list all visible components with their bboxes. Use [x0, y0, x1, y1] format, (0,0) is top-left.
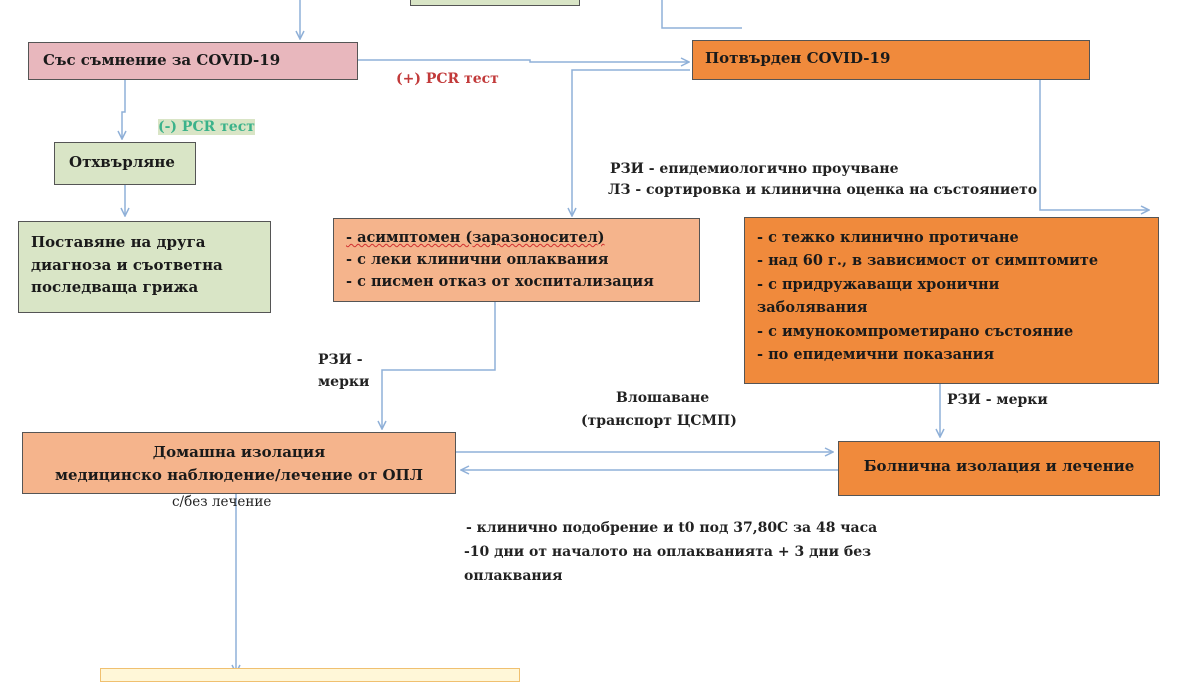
worsening-label: Влошаване	[616, 390, 710, 406]
discharge-criteria-3: оплаквания	[464, 568, 563, 584]
arrow-confirmed-severe	[1039, 80, 1148, 210]
rzi-measures-left-2: мерки	[318, 374, 370, 390]
rzi-measures-right: РЗИ - мерки	[947, 392, 1048, 408]
other-diagnosis-box: Поставяне на друга диагноза и съответна …	[18, 221, 271, 313]
lz-triage-label: ЛЗ - сортировка и клинична оценка на със…	[608, 182, 1038, 198]
hospital-isolation-box: Болнична изолация и лечение	[838, 441, 1160, 496]
severe-item-heavy: - с тежко клинично протичане	[757, 229, 1019, 246]
rzi-measures-left-1: РЗИ -	[318, 352, 363, 368]
home-isolation-box: Домашна изолация медицинско наблюдение/л…	[22, 432, 456, 494]
confirmed-covid-label: Потвърден COVID-19	[705, 49, 891, 67]
pcr-negative-label: (-) PCR тест	[158, 119, 255, 135]
discharge-criteria-2: -10 дни от началото на оплакванията + 3 …	[464, 544, 872, 560]
discharge-criteria-1: - клинично подобрение и t0 под 37,80С за…	[466, 520, 878, 536]
arrow-mild-home	[382, 302, 496, 428]
mild-cases-box: - асимптомен (заразоносител) - с леки кл…	[333, 218, 700, 302]
worsening-transport-label: (транспорт ЦСМП)	[581, 413, 737, 429]
other-diagnosis-line-1: Поставяне на друга	[31, 233, 206, 251]
mild-item-light-complaints: - с леки клинични оплаквания	[346, 250, 609, 268]
arrow-suspected-rejection	[122, 80, 125, 138]
pcr-positive-label: (+) PCR тест	[396, 71, 499, 87]
severe-item-immuno: - с имунокомпрометирано състояние	[757, 322, 1074, 340]
mild-item-asymptomatic: - асимптомен (заразоносител)	[346, 229, 605, 246]
arrow-top-right	[661, 0, 742, 29]
hospital-isolation-label: Болнична изолация и лечение	[863, 457, 1135, 475]
home-isolation-subtitle: медицинско наблюдение/лечение от ОПЛ	[55, 466, 423, 485]
top-partial-box	[410, 0, 580, 6]
rzi-investigation-label: РЗИ - епидемиологично проучване	[610, 161, 898, 177]
severe-item-diseases: заболявания	[757, 299, 868, 317]
mild-item-refusal: - с писмен отказ от хоспитализация	[346, 272, 654, 290]
other-diagnosis-line-3: последваща грижа	[31, 278, 199, 296]
rzi-investigation-text: РЗИ - епидемиологично проучване	[610, 161, 899, 177]
bottom-partial-box	[100, 668, 520, 682]
severe-item-epidemic: - по епидемични показания	[757, 346, 995, 364]
with-without-treatment-label: с/без лечение	[172, 494, 272, 510]
confirmed-covid-box: Потвърден COVID-19	[692, 40, 1090, 80]
rejection-label: Отхвърляне	[69, 153, 175, 171]
severe-item-age: - над 60 г., в зависимост от симптомите	[757, 252, 1099, 270]
arrow-suspected-confirmed	[358, 60, 688, 62]
suspected-covid-label: Със съмнение за COVID-19	[43, 51, 281, 69]
arrow-confirmed-mild	[572, 69, 690, 215]
severe-cases-box: - с тежко клинично протичане - над 60 г.…	[744, 217, 1159, 384]
home-isolation-title: Домашна изолация	[152, 443, 326, 461]
rejection-box: Отхвърляне	[54, 142, 196, 185]
other-diagnosis-line-2: диагноза и съответна	[31, 255, 223, 274]
severe-item-chronic: - с придружаващи хронични	[757, 275, 1000, 293]
suspected-covid-box: Със съмнение за COVID-19	[28, 42, 358, 80]
